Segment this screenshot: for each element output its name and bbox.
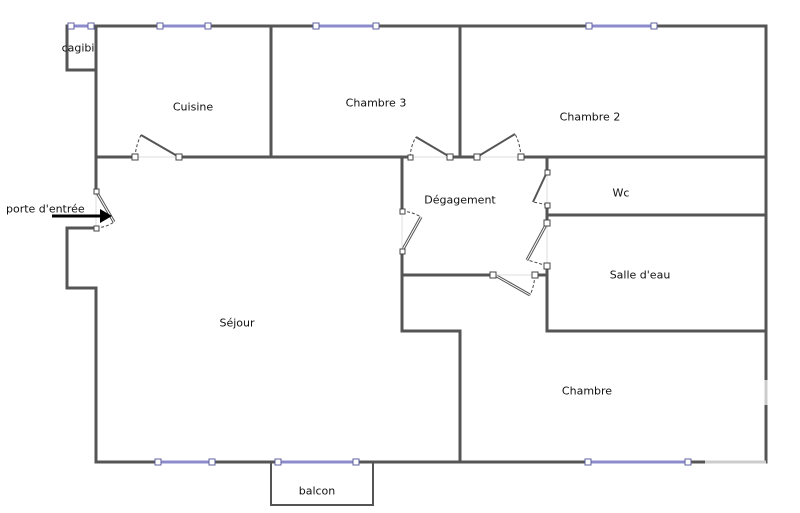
faded-corner — [705, 380, 768, 464]
door-hinges — [93, 153, 551, 279]
entrance-arrow-icon — [52, 209, 112, 223]
room-label-degagement: Dégagement — [424, 193, 496, 207]
room-label-salle-d-eau: Salle d'eau — [609, 268, 671, 282]
room-label-cuisine: Cuisine — [172, 100, 214, 114]
room-label-chambre-2: Chambre 2 — [559, 110, 621, 124]
room-label-wc: Wc — [612, 186, 630, 200]
room-label-chambre: Chambre — [561, 384, 613, 398]
window-handles — [67, 22, 692, 466]
door-leaves — [94, 133, 549, 297]
walls — [65, 24, 768, 506]
room-label-sejour: Séjour — [219, 316, 255, 330]
door-openings — [95, 156, 548, 276]
room-label-cagibi: cagibi — [61, 41, 95, 55]
entrance-label: porte d'entrée — [6, 202, 85, 216]
room-label-balcon: balcon — [298, 484, 336, 498]
room-label-chambre-3: Chambre 3 — [345, 96, 407, 110]
